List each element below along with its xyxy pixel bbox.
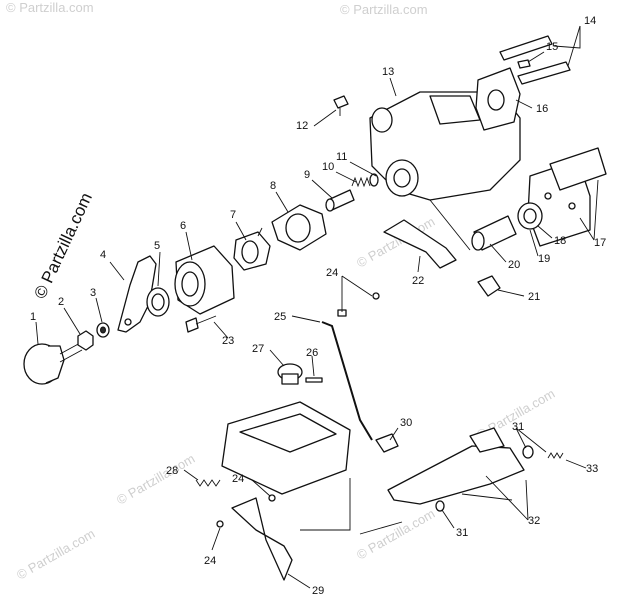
- callout-19: 19: [538, 253, 550, 265]
- callout-1: 1: [30, 311, 36, 323]
- part-bleed-screw: [333, 95, 349, 116]
- part-clip: [216, 520, 224, 528]
- callout-24c: 24: [204, 555, 216, 567]
- part-pedal: [231, 497, 293, 581]
- callout-17: 17: [594, 237, 606, 249]
- part-clip: [372, 292, 380, 300]
- part-nut: [77, 330, 94, 351]
- callout-24: 24: [326, 267, 338, 279]
- watermark-tile: © Partzilla.com: [114, 451, 197, 508]
- callout-13: 13: [382, 66, 394, 78]
- part-shim: [383, 219, 457, 269]
- callout-9: 9: [304, 169, 310, 181]
- part-gasket: [271, 204, 327, 251]
- callout-20: 20: [508, 259, 520, 271]
- callout-28: 28: [166, 465, 178, 477]
- callout-32: 32: [528, 515, 540, 527]
- callout-18: 18: [554, 235, 566, 247]
- part-bolt: [185, 315, 217, 333]
- callout-31: 31: [512, 421, 524, 433]
- callout-6: 6: [180, 220, 186, 232]
- watermark-tile: © Partzilla.com: [340, 2, 428, 17]
- part-cylinder: [471, 215, 517, 251]
- part-piston-cup: [517, 202, 543, 230]
- watermark-tile: © Partzilla.com: [14, 526, 97, 583]
- callout-8: 8: [270, 180, 276, 192]
- part-clip: [268, 494, 276, 502]
- part-piston: [325, 189, 355, 212]
- part-master-cylinder: [221, 401, 351, 495]
- watermark-tile: © Partzilla.com: [6, 0, 94, 15]
- callout-16: 16: [536, 103, 548, 115]
- callout-14: 14: [584, 15, 596, 27]
- part-fitting: [233, 227, 271, 271]
- watermark-main: © Partzilla.com: [30, 190, 96, 302]
- callout-2: 2: [58, 296, 64, 308]
- part-washer: [96, 322, 110, 338]
- callout-4: 4: [100, 249, 106, 261]
- callout-15: 15: [546, 41, 558, 53]
- part-lever: [387, 427, 525, 505]
- part-banjo: [375, 433, 399, 453]
- watermark-tile: © Partzilla.com: [354, 506, 437, 563]
- part-brake-line: [321, 321, 373, 441]
- part-washer: [435, 500, 445, 512]
- part-retainer: [517, 59, 531, 69]
- callout-29: 29: [312, 585, 324, 597]
- part-ring: [146, 287, 170, 317]
- part-fitting-small: [305, 377, 323, 383]
- part-reservoir-cap: [277, 363, 303, 385]
- callout-5: 5: [154, 240, 160, 252]
- callout-33: 33: [586, 463, 598, 475]
- part-seal: [369, 173, 379, 187]
- callout-3: 3: [90, 287, 96, 299]
- part-lever-spring: [547, 452, 564, 459]
- callout-7: 7: [230, 209, 236, 221]
- callout-labels: 1 2 3 4 5 6 7 8 9 10 11 12 13 14 15 16 1…: [30, 15, 606, 597]
- leader-lines: [35, 25, 599, 589]
- callout-11: 11: [336, 151, 347, 163]
- part-spring: [351, 176, 371, 188]
- callout-27: 27: [252, 343, 264, 355]
- part-mounting-plate: [475, 67, 521, 131]
- part-housing: [174, 245, 235, 315]
- callout-22: 22: [412, 275, 424, 287]
- callout-25: 25: [274, 311, 286, 323]
- callout-21: 21: [528, 291, 540, 303]
- part-return-spring: [195, 479, 221, 487]
- callout-10: 10: [322, 161, 334, 173]
- callout-23: 23: [222, 335, 234, 347]
- part-switch: [477, 275, 501, 297]
- part-knob: [23, 341, 83, 385]
- part-pins: [499, 35, 571, 85]
- callout-26: 26: [306, 347, 318, 359]
- part-bracket: [117, 255, 157, 333]
- part-washer: [522, 445, 534, 459]
- parts: [23, 35, 607, 581]
- callout-24b: 24: [232, 473, 244, 485]
- callout-30: 30: [400, 417, 412, 429]
- part-brake-pads: [527, 147, 607, 247]
- callout-31b: 31: [456, 527, 468, 539]
- callout-12: 12: [296, 120, 308, 132]
